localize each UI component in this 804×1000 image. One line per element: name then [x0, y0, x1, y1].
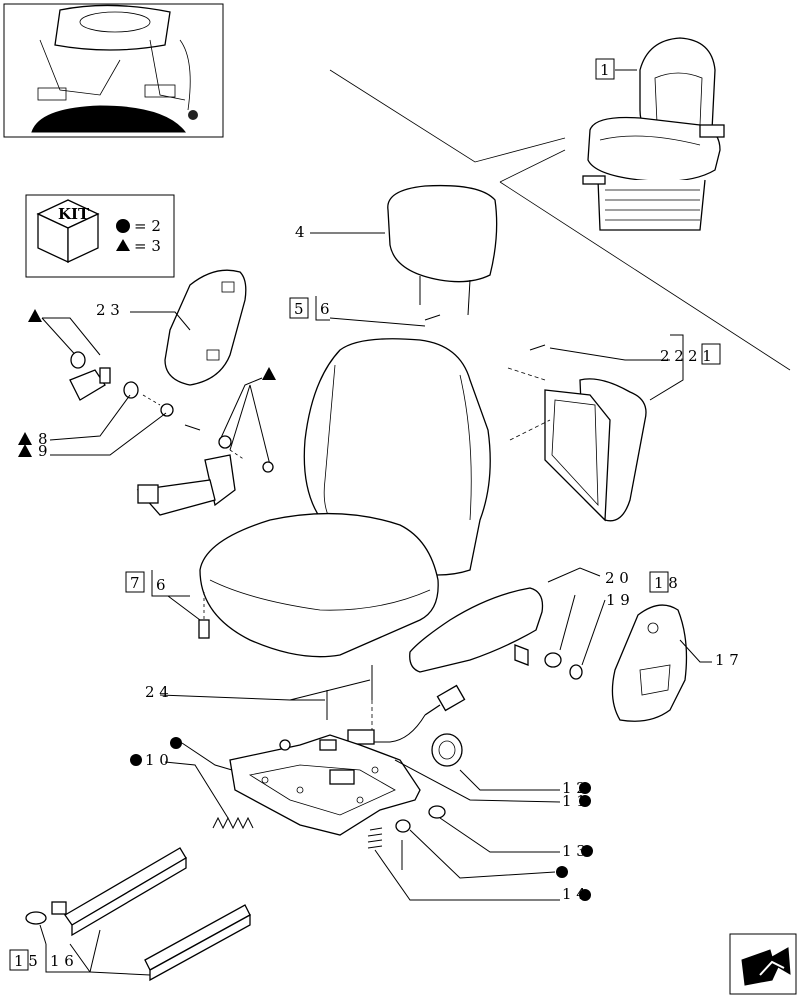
kit-legend: KIT = 2 = 3: [25, 194, 175, 278]
callout-17: 1 7: [715, 651, 739, 669]
callout-7: 7: [130, 574, 140, 592]
callout-13: 1 3: [562, 842, 586, 860]
cube-icon: [36, 199, 100, 264]
callout-12: 1 2: [562, 779, 586, 797]
callout-11: 1 1: [562, 792, 586, 810]
callout-19: 1 9: [606, 591, 630, 609]
callout-4: 4: [295, 223, 305, 241]
coil-spring: [367, 805, 446, 870]
armrest: [409, 587, 544, 673]
triangle-marker-icon: [116, 239, 130, 251]
base-plate: [229, 734, 421, 836]
callout-14: 1 4: [562, 885, 586, 903]
bolts: [326, 665, 373, 740]
callout-1: 1: [600, 61, 610, 79]
callout-16: 1 6: [50, 952, 74, 970]
callout-18: 1 8: [654, 574, 678, 592]
tension-spring: [212, 816, 254, 830]
location-thumbnail: [3, 3, 224, 138]
callout-9: 9: [38, 442, 48, 460]
seat-belt-parts: [28, 309, 276, 516]
circle-marker-icon: [116, 219, 130, 233]
callout-6-lower: 6: [156, 576, 166, 594]
backrest-rear-cover: [544, 378, 647, 522]
seat-bolt: [198, 592, 210, 639]
kit-label: KIT: [58, 205, 90, 223]
callout-23: 2 3: [96, 301, 120, 319]
headrest: [387, 184, 498, 316]
callout-5: 5: [294, 300, 304, 318]
callout-22: 2 2: [660, 347, 684, 365]
left-side-cover: [164, 269, 247, 386]
callout-10: 1 0: [145, 751, 169, 769]
callout-8: 8: [38, 430, 48, 448]
seat-cushion: [199, 512, 439, 658]
next-page-arrow-icon[interactable]: [729, 933, 797, 995]
callout-15: 1 5: [14, 952, 38, 970]
triangle-quantity: = 3: [134, 237, 161, 255]
callout-6-upper: 6: [320, 300, 330, 318]
callout-20: 2 0: [605, 569, 629, 587]
slide-rails: [25, 847, 251, 982]
callout-marker-dot-10: [130, 754, 142, 766]
complete-seat-assembly: [582, 37, 725, 231]
callout-24: 2 4: [145, 683, 169, 701]
callout-21: 2 1: [688, 347, 712, 365]
circle-quantity: = 2: [134, 217, 161, 235]
callout-marker-dot-1: [170, 737, 182, 749]
right-side-cover: [611, 604, 688, 722]
seat-switch-harness: [347, 684, 466, 767]
